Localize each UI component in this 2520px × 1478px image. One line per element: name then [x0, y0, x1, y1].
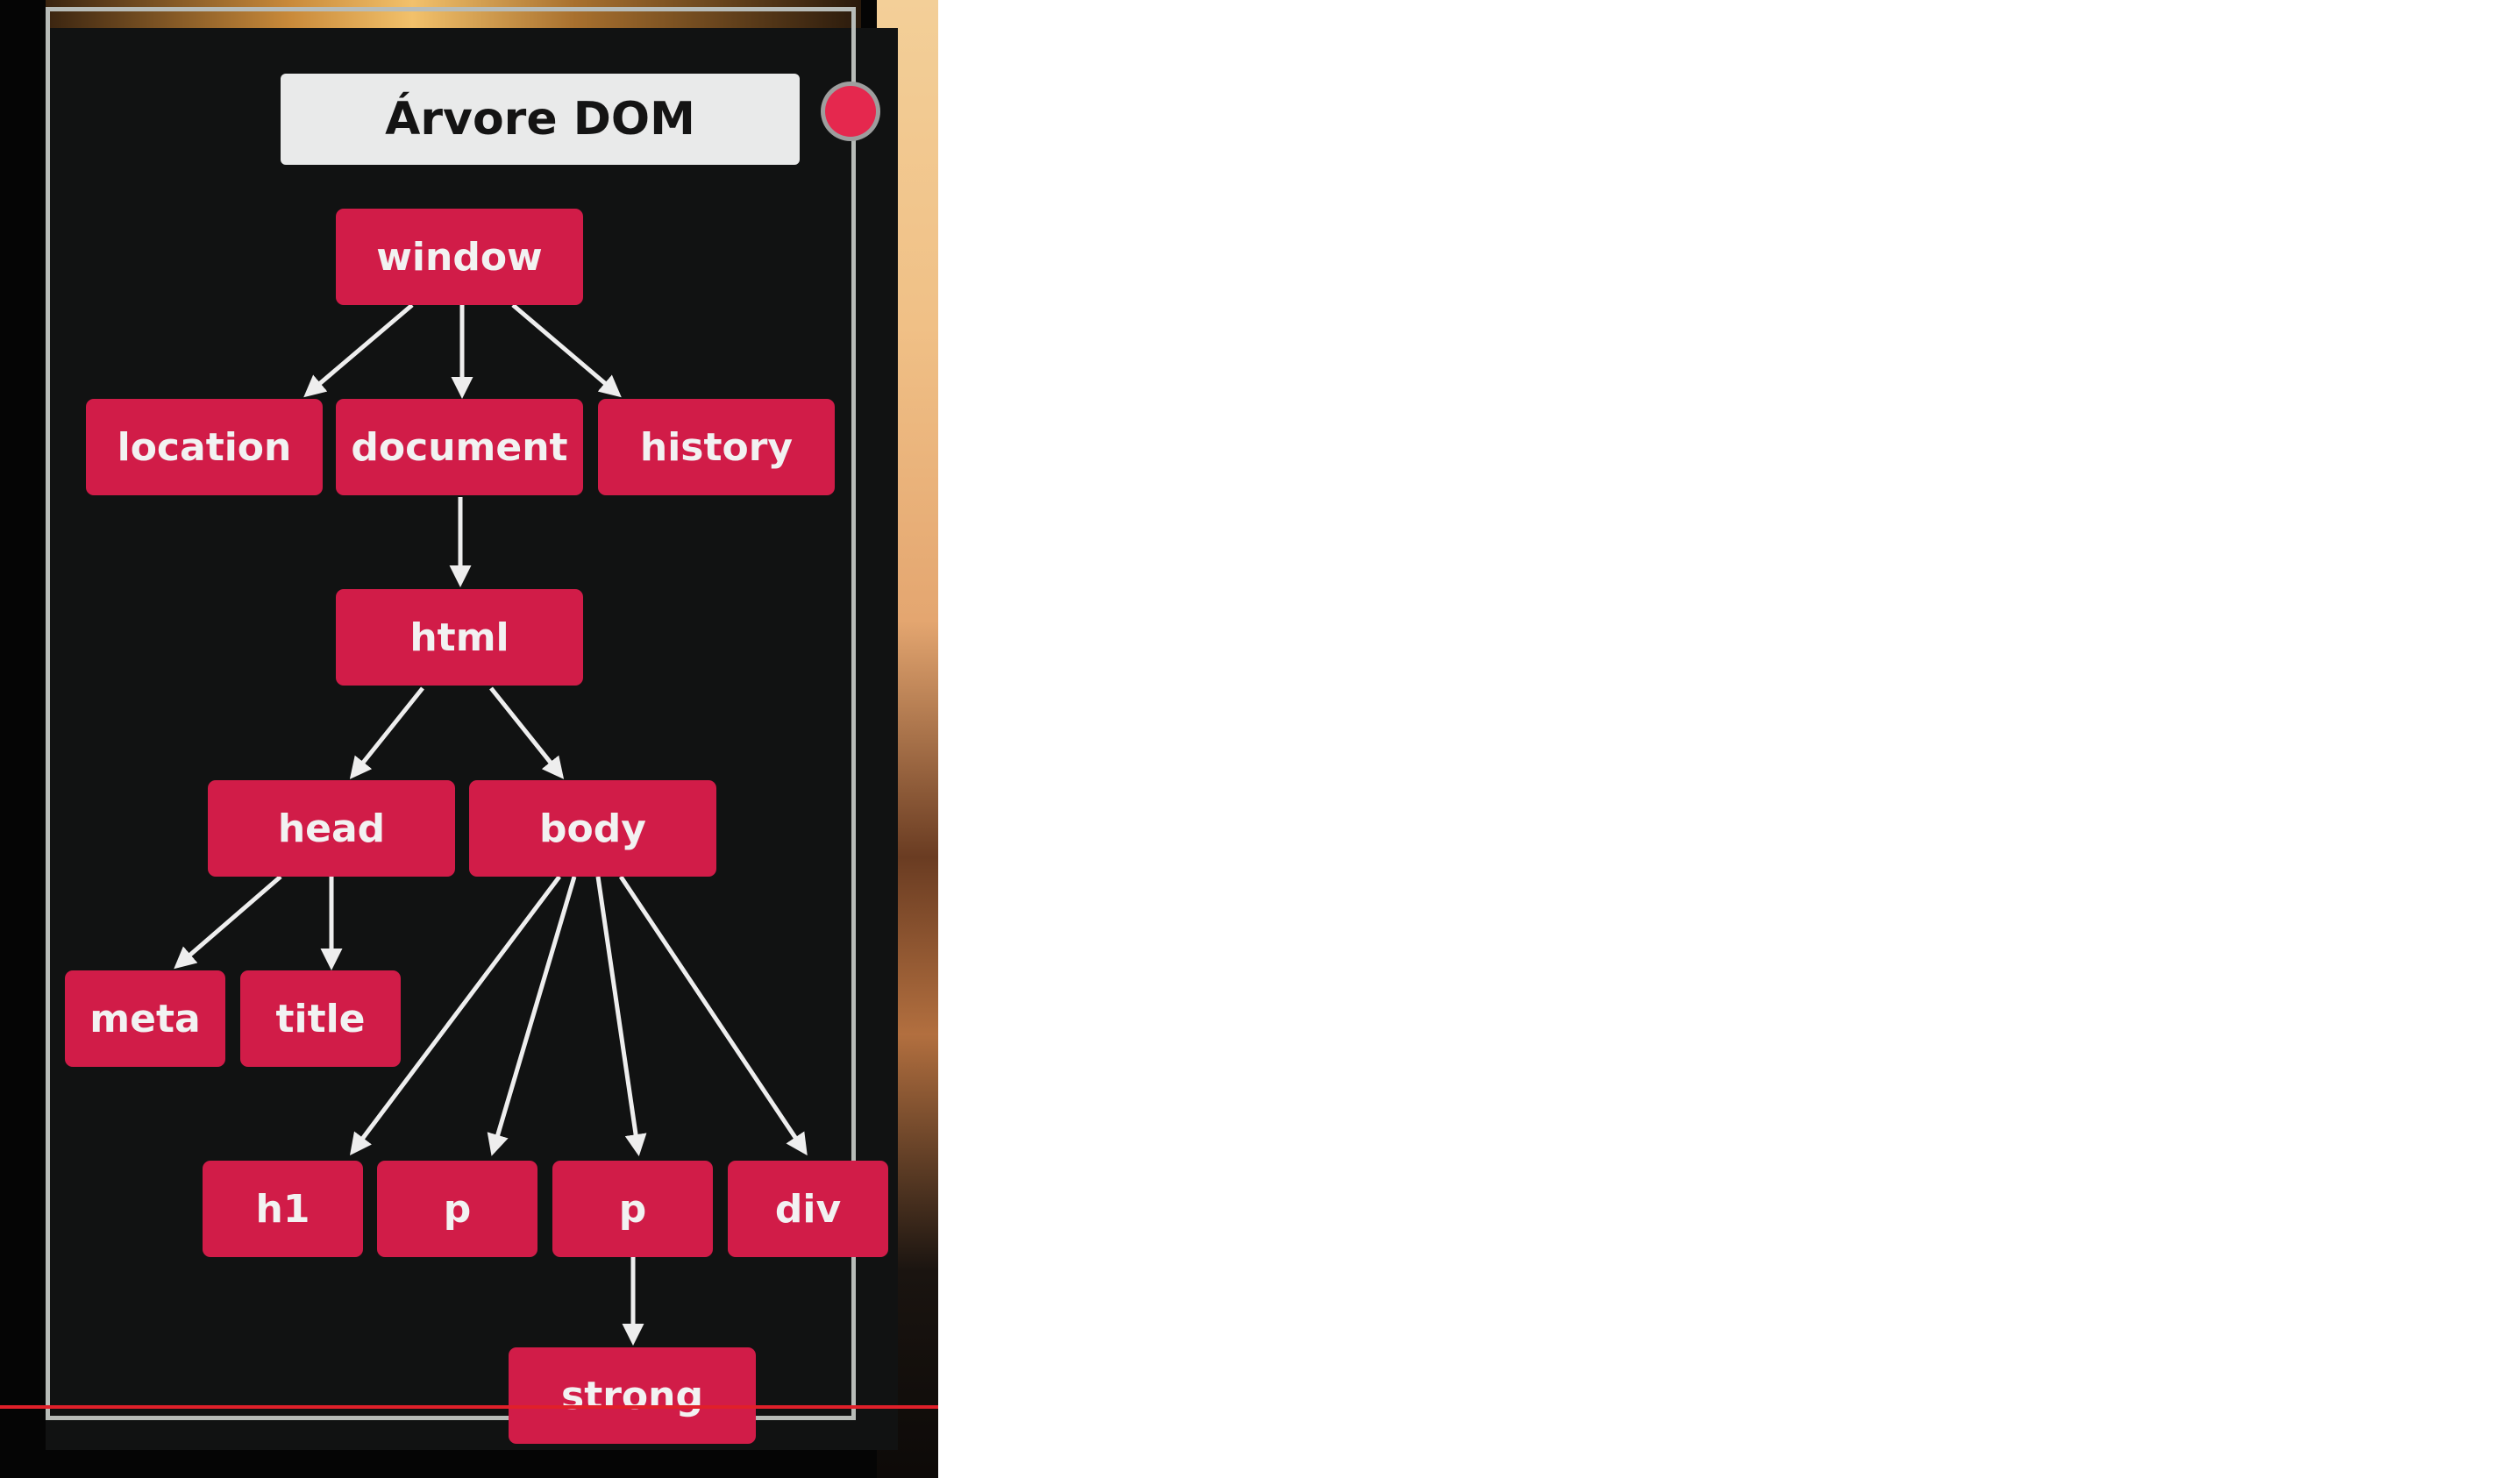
node-html: html: [336, 589, 583, 686]
node-meta: meta: [65, 970, 225, 1067]
node-document: document: [336, 399, 583, 495]
node-title: title: [240, 970, 401, 1067]
edge-html-body: [489, 686, 565, 779]
node-h1: h1: [203, 1161, 363, 1257]
node-window: window: [336, 209, 583, 305]
node-body: body: [469, 780, 716, 877]
tree-edges: [174, 303, 808, 1346]
progress-marker: [0, 1432, 9, 1445]
node-strong: strong: [509, 1347, 756, 1444]
video-frame: Árvore DOM window location document hist…: [0, 0, 938, 1478]
edge-window-location: [303, 303, 414, 398]
edge-body-p2: [595, 876, 647, 1156]
node-location: location: [86, 399, 323, 495]
node-head: head: [208, 780, 455, 877]
edge-body-div: [618, 875, 808, 1156]
edge-head-meta: [174, 875, 282, 970]
edge-html-head: [349, 686, 424, 779]
edge-body-p1: [487, 876, 577, 1156]
edge-window-history: [511, 303, 622, 398]
node-history: history: [598, 399, 835, 495]
edge-body-h1: [349, 875, 561, 1155]
record-dot-icon: [825, 86, 876, 137]
video-progress-bar[interactable]: [0, 1405, 938, 1409]
background-light: [46, 0, 861, 28]
node-p: p: [552, 1161, 713, 1257]
node-div: div: [728, 1161, 888, 1257]
board-frame: [46, 7, 856, 1420]
diagram-title: Árvore DOM: [281, 74, 800, 165]
node-p: p: [377, 1161, 537, 1257]
